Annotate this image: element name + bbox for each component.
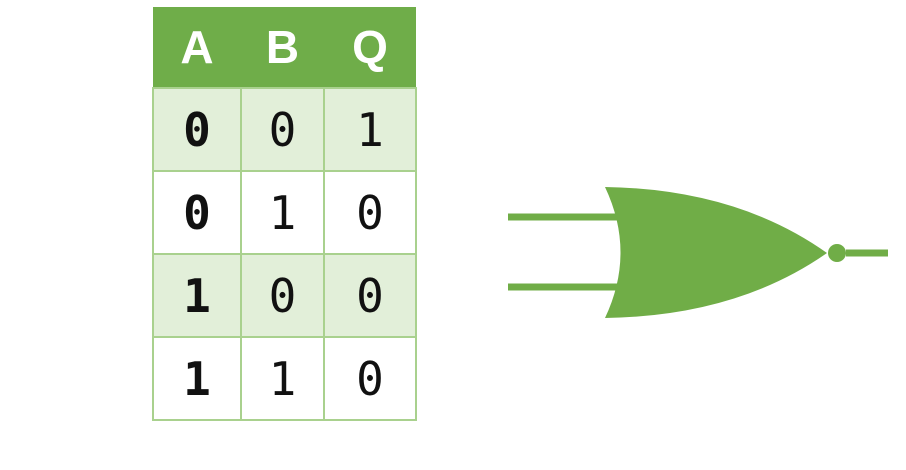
truth-table-cell: 0 (240, 253, 325, 338)
truth-table-header-row: A B Q (153, 7, 416, 88)
truth-table-cell: 1 (323, 87, 417, 172)
truth-table-cell: 0 (152, 87, 242, 172)
table-row: 1 0 0 (152, 253, 417, 338)
gate-input-line-b (508, 283, 630, 291)
truth-table-cell: 1 (240, 336, 325, 421)
truth-table-cell: 0 (323, 336, 417, 421)
truth-table-header-q: Q (324, 7, 416, 88)
truth-table-cell: 0 (240, 87, 325, 172)
truth-table: A B Q 0 0 1 0 1 0 1 0 0 1 1 (152, 7, 417, 421)
table-row: 1 1 0 (152, 336, 417, 421)
truth-table-header-b: B (241, 7, 324, 88)
truth-table-cell: 0 (152, 170, 242, 255)
truth-table-cell: 1 (240, 170, 325, 255)
gate-input-line-a (508, 213, 630, 221)
truth-table-cell: 1 (152, 336, 242, 421)
truth-table-cell: 0 (323, 253, 417, 338)
truth-table-cell: 1 (152, 253, 242, 338)
nor-gate-icon (508, 187, 888, 318)
table-row: 0 1 0 (152, 170, 417, 255)
truth-table-cell: 0 (323, 170, 417, 255)
table-row: 0 0 1 (152, 87, 417, 172)
inversion-bubble-icon (828, 244, 846, 262)
truth-table-header-a: A (153, 7, 241, 88)
gate-output-line (846, 249, 888, 257)
nor-gate-body (605, 187, 827, 318)
